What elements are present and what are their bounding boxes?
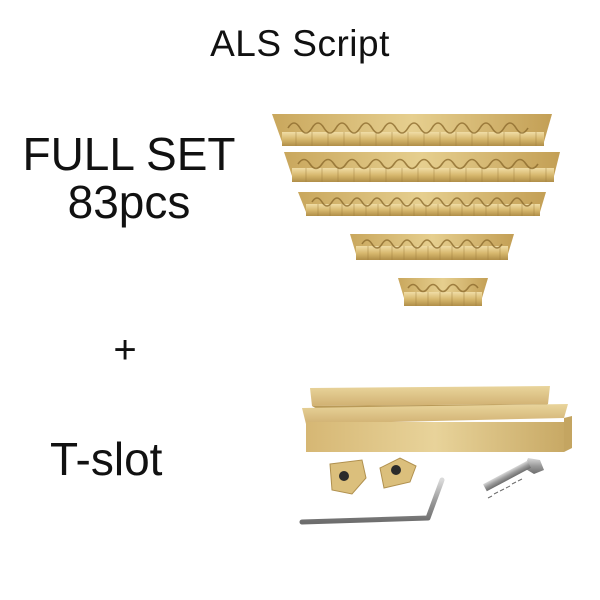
set-description: FULL SET 83pcs <box>0 130 258 226</box>
full-set-label: FULL SET <box>22 128 236 180</box>
letter-stamps-image <box>272 114 560 306</box>
block-separators <box>295 132 547 306</box>
hex-key <box>299 477 445 525</box>
engraved-glyphs <box>287 122 539 293</box>
plus-sign: + <box>113 328 137 372</box>
t-slot-label: T-slot <box>50 433 163 485</box>
t-slot-bar <box>302 386 572 452</box>
stamp-row-1 <box>272 114 552 146</box>
clamp-pieces <box>329 457 417 495</box>
screw <box>483 458 544 499</box>
t-slot-holder-image <box>299 386 572 525</box>
font-title: ALS Script <box>210 23 390 64</box>
stamp-row-5 <box>398 278 488 306</box>
stamp-row-2 <box>284 152 560 182</box>
stamp-row-3 <box>298 192 546 216</box>
piece-count: 83pcs <box>67 176 191 228</box>
